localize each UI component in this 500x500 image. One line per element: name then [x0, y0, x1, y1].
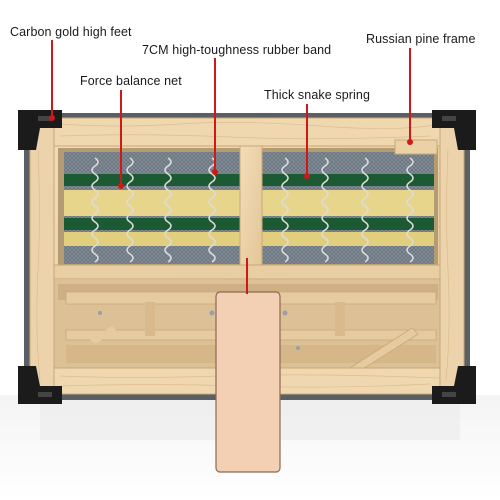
frame-pointer-dot: [407, 139, 413, 145]
rubber-band-pointer-line: [214, 58, 216, 170]
rubber-bands-yellow: [64, 190, 434, 246]
rubber-bands-green: [64, 174, 434, 230]
spring-pointer-dot: [304, 173, 310, 179]
frame-annotation: Russian pine frame: [366, 32, 476, 46]
frame-pointer-line: [409, 48, 411, 140]
left-rail: [29, 117, 55, 395]
spring-pointer-line: [306, 104, 308, 174]
center-pointer-line: [246, 258, 248, 294]
corner-foot-bracket-icon: [18, 110, 476, 404]
net-pointer-dot: [118, 183, 124, 189]
net-pointer-line: [120, 90, 122, 184]
feet-annotation: Carbon gold high feet: [10, 25, 132, 39]
feet-pointer-dot: [49, 115, 55, 121]
middle-rail: [51, 264, 445, 280]
leg-board: [215, 291, 281, 473]
feet-pointer-line: [51, 40, 53, 118]
spring-annotation: Thick snake spring: [264, 88, 371, 102]
net-annotation: Force balance net: [80, 74, 182, 88]
snake-springs: [91, 157, 414, 263]
right-rail: [439, 117, 465, 395]
rubber-band-annotation: 7CM high-toughness rubber band: [142, 43, 332, 57]
rubber-band-pointer-dot: [212, 169, 218, 175]
